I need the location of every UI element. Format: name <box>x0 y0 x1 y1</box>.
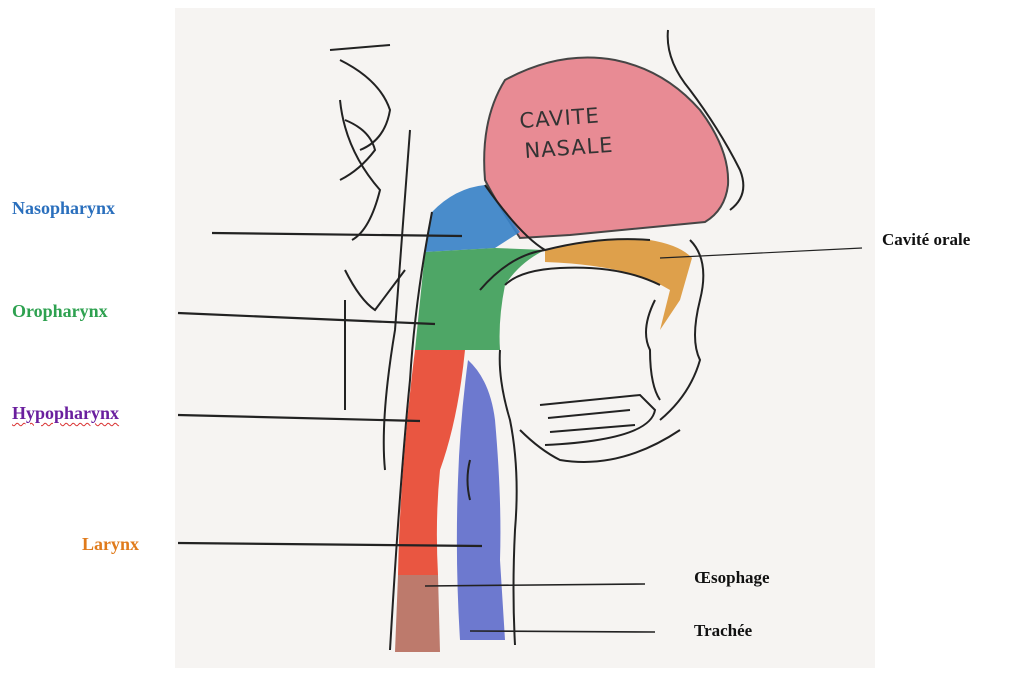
label-nasopharynx: Nasopharynx <box>12 198 115 219</box>
label-trachee: Trachée <box>694 621 752 641</box>
trachee-pointer-line <box>470 631 655 632</box>
label-cavite-orale: Cavité orale <box>882 230 970 250</box>
label-oesophage: Œsophage <box>694 568 770 588</box>
label-oropharynx: Oropharynx <box>12 301 108 322</box>
label-hypopharynx: Hypopharynx <box>12 403 119 424</box>
label-larynx: Larynx <box>82 534 139 555</box>
